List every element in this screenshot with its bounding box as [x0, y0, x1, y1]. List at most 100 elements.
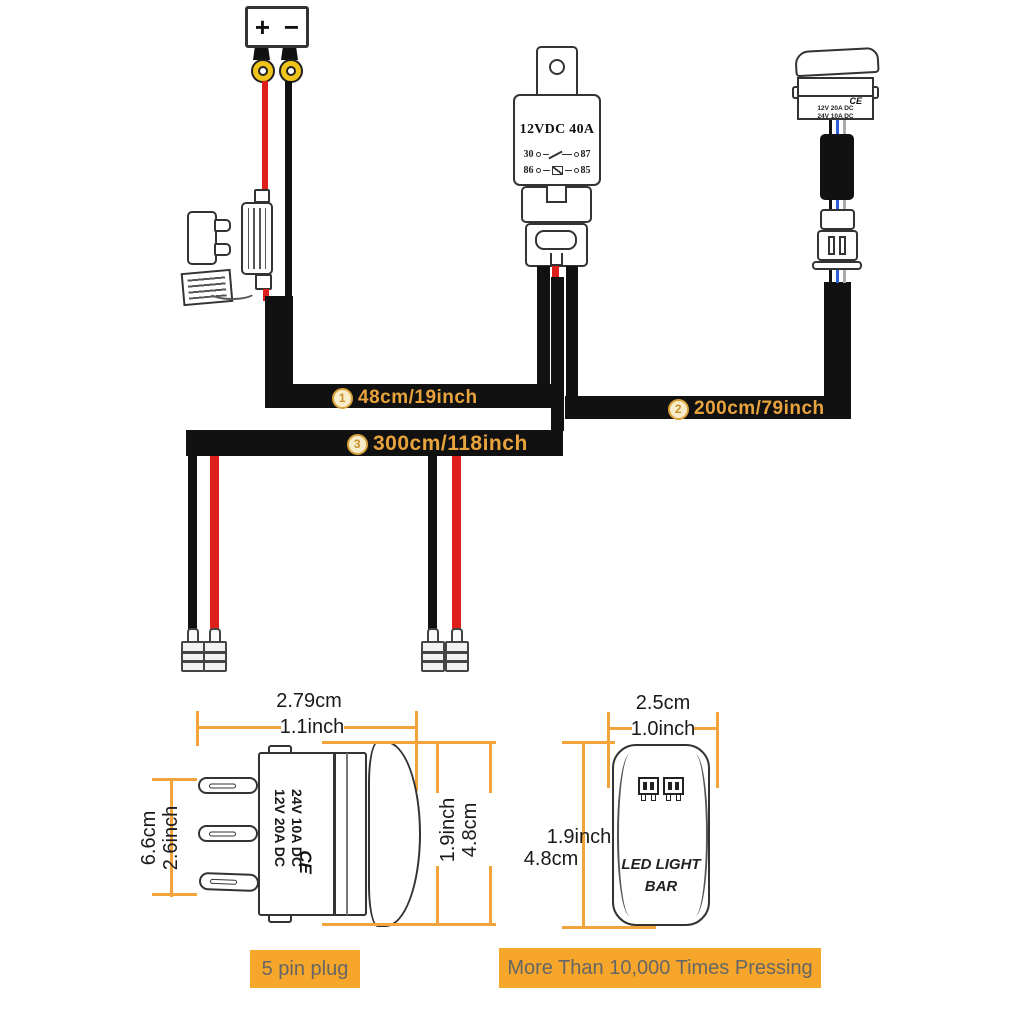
fuse-holder-top-cap: [254, 189, 270, 203]
dimension-line: [197, 726, 281, 729]
wire-length-1-text: 48cm/19inch: [358, 387, 478, 408]
front-height-cm-label: 4.8cm: [523, 848, 579, 870]
relay-wire-right: [566, 266, 578, 397]
led-dot: [643, 786, 647, 790]
dimension-tick: [152, 778, 197, 781]
fuse-holder-bottom-cap: [255, 274, 272, 290]
wire-bar-3: [186, 430, 563, 456]
pin-slot: [209, 831, 236, 836]
front-face-line2: BAR: [644, 878, 678, 895]
led-dot: [650, 786, 654, 790]
led-lightbar-icon: [638, 777, 659, 801]
switch-marking-line2: 24V 10A DC: [817, 113, 854, 121]
spade-terminal-icon: [203, 628, 227, 672]
battery-red-wire: [262, 81, 268, 191]
circled-1-icon: 1: [332, 387, 353, 409]
switch-wire-black: [829, 200, 832, 210]
dimension-tick: [562, 926, 656, 929]
led-dot: [675, 782, 679, 786]
spade-terminal-icon: [181, 628, 205, 672]
relay-socket-tab: [550, 253, 563, 266]
ring-terminal-icon: [279, 59, 303, 83]
output1-red-wire: [210, 456, 219, 630]
connector-prong: [839, 236, 846, 255]
led-dot: [668, 786, 672, 790]
battery-black-wire: [285, 81, 292, 297]
relay-pin-87: 87: [580, 149, 591, 160]
front-face-line1: LED LIGHT: [621, 856, 701, 873]
badge-5-pin-plug: 5 pin plug: [250, 950, 360, 988]
battery-terminal-post: [281, 48, 298, 60]
spade-neck: [209, 628, 221, 641]
ce-mark: CE: [849, 96, 862, 106]
relay-pin-dot: [535, 168, 541, 173]
side-height-inch-label: 2.6inch: [160, 805, 182, 871]
wire-bar-1: [265, 384, 555, 408]
dimension-line: [607, 712, 610, 788]
blade-fuse-prong: [214, 243, 231, 256]
output2-black-wire: [428, 456, 437, 630]
switch-wire-black: [829, 270, 832, 283]
side-width-inch-label: 1.1inch: [279, 716, 345, 738]
wire-length-3-text: 300cm/118inch: [373, 432, 528, 455]
fuse-red-wire: [263, 289, 269, 301]
wire-length-label-2: 2 200cm/79inch: [668, 398, 825, 420]
led-dot: [643, 782, 647, 786]
switch-pin-blade: [198, 777, 258, 794]
relay-line: [542, 153, 549, 156]
connector-upper: [820, 209, 855, 230]
battery-plus-label: +: [254, 11, 271, 42]
fuse-cover-wire: [207, 282, 257, 300]
dimension-tick: [322, 741, 496, 744]
connector-prong: [828, 236, 835, 255]
relay-pin-dot: [535, 152, 541, 157]
relay-pin-row-1: 30 87: [515, 148, 599, 161]
wire-length-2-text: 200cm/79inch: [694, 398, 825, 419]
switch-wire-white: [843, 270, 846, 283]
switch-wire-white: [843, 200, 846, 210]
switch-seam-line: [799, 95, 872, 97]
dimension-line: [694, 727, 718, 730]
relay-line: [564, 169, 572, 172]
relay-contact-icon: [547, 150, 563, 159]
wire-length-label-3: 3 300cm/118inch: [347, 432, 528, 456]
led-dot: [650, 782, 654, 786]
switch-wire-blue: [836, 200, 839, 210]
switch-side-clip: [792, 86, 799, 99]
switch-marking-line1: 12V 20A DC: [817, 105, 854, 112]
connector-flange: [812, 261, 862, 270]
switch-marking: 12V 20A DC 24V 10A DC: [799, 105, 872, 121]
battery-terminal-post: [253, 48, 270, 60]
relay-wire-red: [552, 266, 559, 278]
spade-neck: [427, 628, 439, 641]
spade-body: [445, 641, 469, 672]
front-width-inch-label: 1.0inch: [630, 718, 696, 740]
led-icon-square: [638, 777, 659, 795]
wire-bar-2: [565, 396, 851, 419]
dimension-line: [716, 712, 719, 788]
badge-pressing: More Than 10,000 Times Pressing: [499, 948, 821, 988]
dimension-line: [489, 866, 492, 926]
relay-pin-86: 86: [523, 165, 534, 176]
front-width-cm-label: 2.5cm: [635, 692, 691, 714]
front-face-curve-left: [617, 754, 643, 916]
relay-wire-left: [537, 266, 550, 386]
switch-pin-blade: [198, 871, 260, 893]
dimension-line: [415, 711, 418, 791]
circled-2-icon: 2: [668, 398, 689, 420]
blade-fuse-icon: [187, 211, 217, 265]
dimension-tick: [322, 923, 496, 926]
spade-neck: [187, 628, 199, 641]
switch-wire-black: [829, 120, 832, 135]
relay-coil-icon: [551, 166, 563, 175]
relay-body: 12VDC 40A 30 87 86 85: [513, 94, 601, 186]
relay-pin-85: 85: [580, 165, 591, 176]
dimension-line: [170, 779, 173, 897]
switch-wire-white: [843, 120, 846, 135]
side-depth-cm-label: 4.8cm: [459, 802, 481, 858]
battery-minus-label: −: [283, 11, 300, 42]
spade-body: [203, 641, 227, 672]
switch-sleeve: [820, 134, 854, 200]
side-ce-mark: CE: [296, 850, 315, 874]
